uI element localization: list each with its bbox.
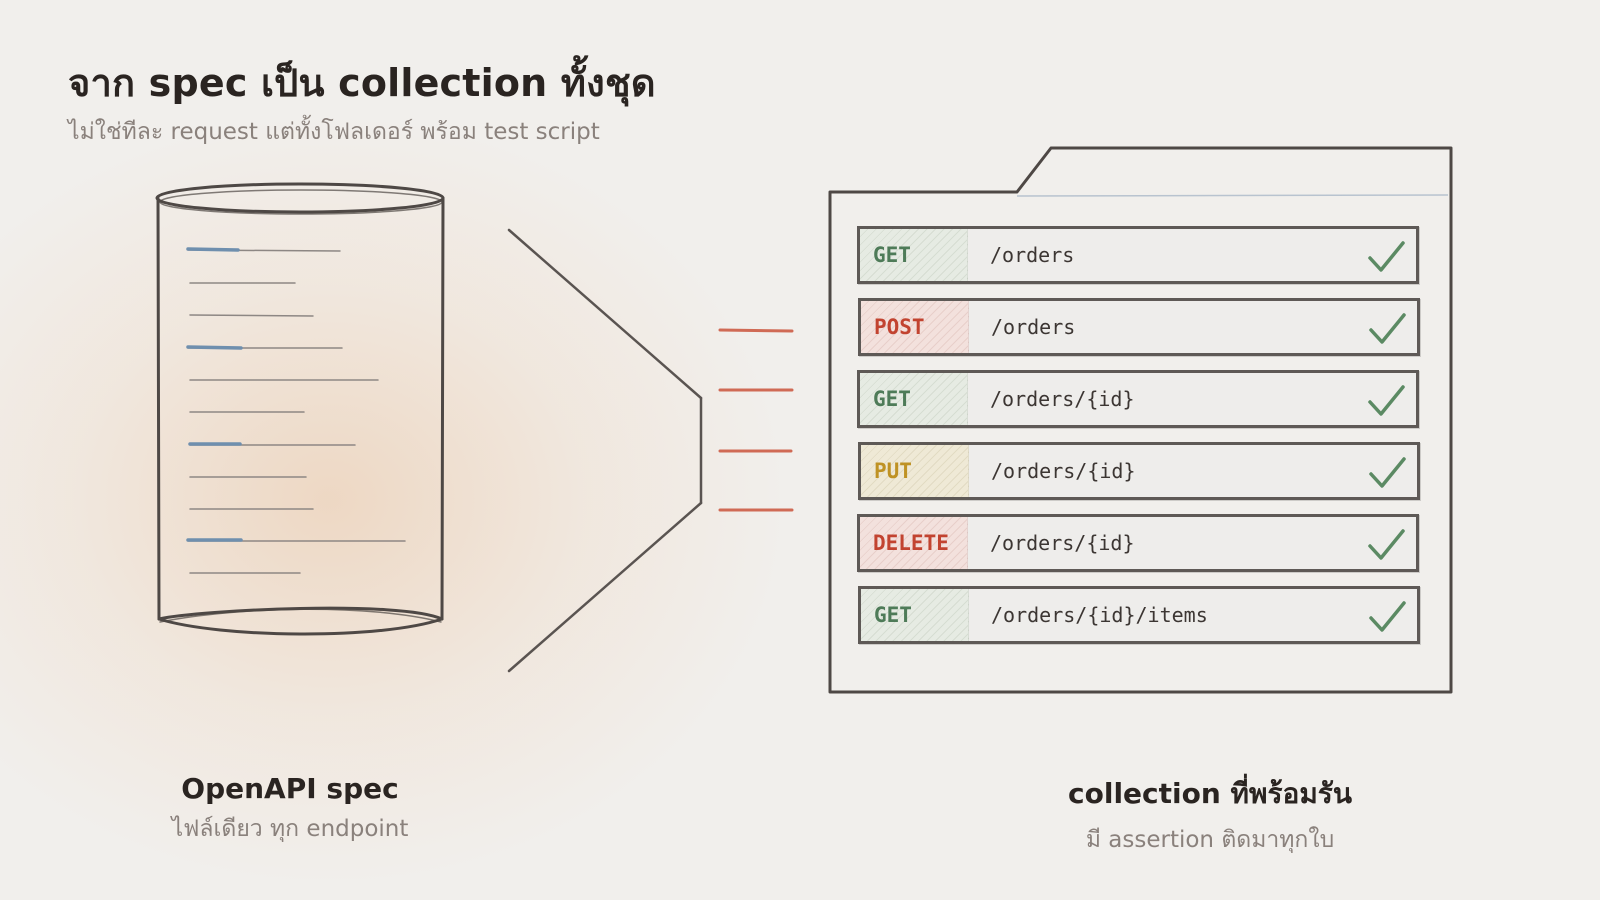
request-path: /orders (990, 243, 1075, 267)
page-title: จาก spec เป็น collection ทั้งชุด (68, 61, 656, 105)
request-row-post-orders[interactable]: POST /orders (858, 298, 1420, 356)
request-path: /orders/{id} (990, 387, 1135, 411)
request-row-get-order-items[interactable]: GET /orders/{id}/items (858, 586, 1420, 644)
check-icon (1368, 241, 1405, 272)
spec-sublabel: ไฟล์เดียว ทุก endpoint (171, 816, 409, 842)
method-badge: GET (861, 589, 969, 641)
folder-icon (828, 146, 1453, 694)
spec-label: OpenAPI spec (181, 772, 399, 805)
spec-text-lines (186, 247, 406, 574)
request-list: GET /orders POST /orders GET /orders/{id… (857, 226, 1420, 658)
method-badge: DELETE (860, 517, 968, 569)
request-path: /orders/{id} (991, 459, 1136, 483)
request-row-put-order-by-id[interactable]: PUT /orders/{id} (858, 442, 1420, 500)
flow-lines (718, 328, 794, 512)
method-badge: GET (860, 229, 968, 281)
check-icon (1369, 313, 1406, 344)
collection-sublabel: มี assertion ติดมาทุกใบ (1085, 827, 1335, 853)
request-row-delete-order-by-id[interactable]: DELETE /orders/{id} (857, 514, 1419, 572)
funnel-shape (507, 228, 703, 673)
check-icon (1368, 529, 1405, 560)
page-subtitle: ไม่ใช่ทีละ request แต่ทั้งโฟลเดอร์ พร้อม… (68, 119, 600, 145)
request-path: /orders/{id} (990, 531, 1135, 555)
spec-caption: OpenAPI spec ไฟล์เดียว ทุก endpoint (90, 772, 490, 847)
collection-caption: collection ที่พร้อมรัน มี assertion ติดม… (960, 772, 1460, 858)
request-row-get-order-by-id[interactable]: GET /orders/{id} (857, 370, 1419, 428)
check-icon (1369, 601, 1406, 632)
method-badge: PUT (861, 445, 969, 497)
collection-label: collection ที่พร้อมรัน (1068, 777, 1352, 810)
request-path: /orders/{id}/items (991, 603, 1208, 627)
method-badge: POST (861, 301, 969, 353)
request-path: /orders (991, 315, 1076, 339)
method-badge: GET (860, 373, 968, 425)
check-icon (1369, 457, 1406, 488)
spec-document-icon (155, 182, 445, 636)
check-icon (1368, 385, 1405, 416)
request-row-get-orders[interactable]: GET /orders (857, 226, 1419, 284)
